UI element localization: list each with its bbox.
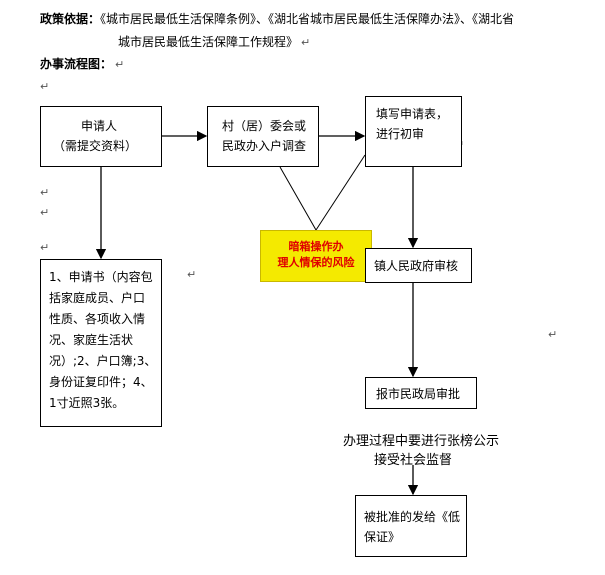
fill-application-box: 填写申请表， 进行初审 [365,96,462,167]
documents-line: 性质、各项收入情 [49,312,146,326]
publicity-line-2: 接受社会监督 [374,453,453,468]
risk-callout-right [315,154,366,231]
documents-line: 1、申请书（内容包 [49,270,153,284]
risk-callout: 暗箱操作办 理人情保的风险 [260,230,372,282]
policy-basis-line2: 城市居民最低生活保障工作规程》↵ [118,35,311,49]
fill-label-2: 进行初审 [376,127,425,141]
paragraph-mark: ↵ [40,186,50,199]
fill-label-1: 填写申请表， [376,107,449,121]
documents-line: 况）;2、户口簿;3、 [49,354,157,368]
village-survey-box: 村（居）委会或 民政办入户调查 [207,106,319,167]
policy-basis-line1: 政策依据：《城市居民最低生活保障条例》、《湖北省城市居民最低生活保障办法》、《湖… [40,10,514,27]
applicant-sublabel: （需提交资料） [53,139,138,153]
city-review-label: 报市民政局审批 [376,387,461,401]
applicant-label: 申请人 [81,119,118,133]
risk-callout-left [279,166,317,231]
documents-list: 1、申请书（内容包括家庭成员、户口性质、各项收入情况、家庭生活状况）;2、户口簿… [49,267,156,414]
policy-text-1: 《城市居民最低生活保障条例》、《湖北省城市居民最低生活保障办法》、《湖北省 [100,12,515,26]
risk-label-2: 理人情保的风险 [277,256,355,269]
documents-line: 括家庭成员、户口 [49,291,146,305]
paragraph-mark: ↵ [40,206,50,219]
documents-line: 身份证复印件；4、 [49,375,153,389]
village-label-1: 村（居）委会或 [222,119,307,133]
documents-line: 况、家庭生活状 [49,333,134,347]
policy-label: 政策依据： [40,12,101,26]
village-label-2: 民政办入户调查 [222,139,307,153]
flow-label-row: 办事流程图：↵ [40,57,125,71]
final-label-1: 被批准的发给《低 [364,510,461,524]
flow-label: 办事流程图： [40,57,113,71]
required-documents-box: 1、申请书（内容包括家庭成员、户口性质、各项收入情况、家庭生活状况）;2、户口簿… [40,259,162,427]
applicant-box: 申请人 （需提交资料） [40,106,162,167]
town-review-box: 镇人民政府审核 [365,248,472,283]
issue-certificate-box: 被批准的发给《低 保证》 [355,495,467,557]
publicity-line-1: 办理过程中要进行张榜公示 [343,434,500,449]
documents-line: 1寸近照3张。 [49,396,125,410]
final-label-2: 保证》 [364,530,401,544]
policy-text-2: 城市居民最低生活保障工作规程》 [118,35,299,49]
paragraph-mark: ↵ [187,268,197,281]
town-review-label: 镇人民政府审核 [374,259,459,273]
city-review-box: 报市民政局审批 [365,377,477,409]
paragraph-mark: ↵ [40,80,50,93]
paragraph-mark: ↵ [40,241,50,254]
paragraph-mark: ↵ [548,328,558,341]
risk-label-1: 暗箱操作办 [288,240,344,253]
